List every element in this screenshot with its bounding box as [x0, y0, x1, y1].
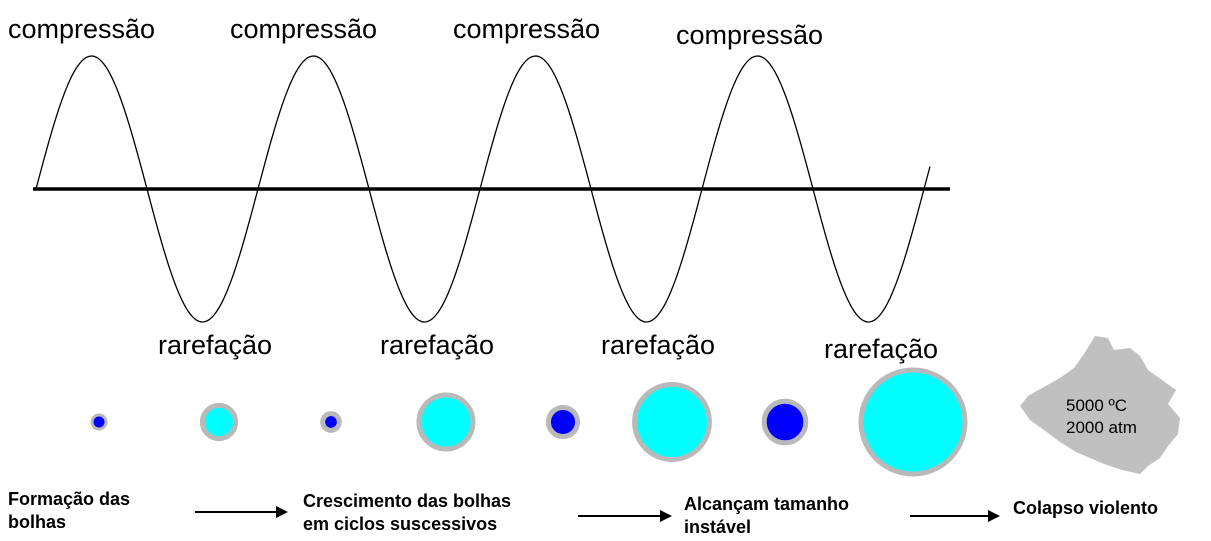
compression-label-3: compressão [453, 14, 601, 44]
step-bubble-growth: Crescimento das bolhas em ciclos suscess… [303, 491, 512, 534]
collapse-pressure: 2000 atm [1066, 418, 1137, 437]
step-violent-collapse: Colapso violento [1013, 498, 1159, 518]
rarefaction-label-3: rarefação [601, 330, 716, 360]
rarefaction-label-2: rarefação [380, 330, 495, 360]
bubble-sequence [90, 367, 968, 477]
arrow-3 [910, 510, 1000, 522]
arrow-1 [195, 506, 288, 518]
bubble-2 [199, 402, 239, 442]
rarefaction-label-1: rarefação [158, 330, 273, 360]
bubble-5 [545, 404, 581, 440]
compression-label-4: compressão [676, 20, 824, 50]
bubble-6 [632, 382, 712, 462]
bubble-1 [90, 413, 108, 431]
collapse-conditions: 5000 ºC 2000 atm [1066, 395, 1137, 439]
bubble-4 [416, 392, 476, 452]
step-bubble-formation: Formação das bolhas [8, 489, 131, 532]
arrow-2 [578, 510, 672, 522]
bubble-8 [858, 367, 968, 477]
step-unstable-size: Alcançam tamanho instável [684, 494, 850, 537]
bubble-7 [761, 398, 809, 446]
bubble-3 [320, 411, 342, 433]
rarefaction-label-4: rarefação [824, 334, 939, 364]
collapse-temperature: 5000 ºC [1066, 396, 1128, 415]
collapse-shape [1020, 336, 1180, 474]
compression-label-1: compressão [8, 14, 156, 44]
acoustic-wave [35, 55, 931, 323]
compression-label-2: compressão [230, 14, 378, 44]
